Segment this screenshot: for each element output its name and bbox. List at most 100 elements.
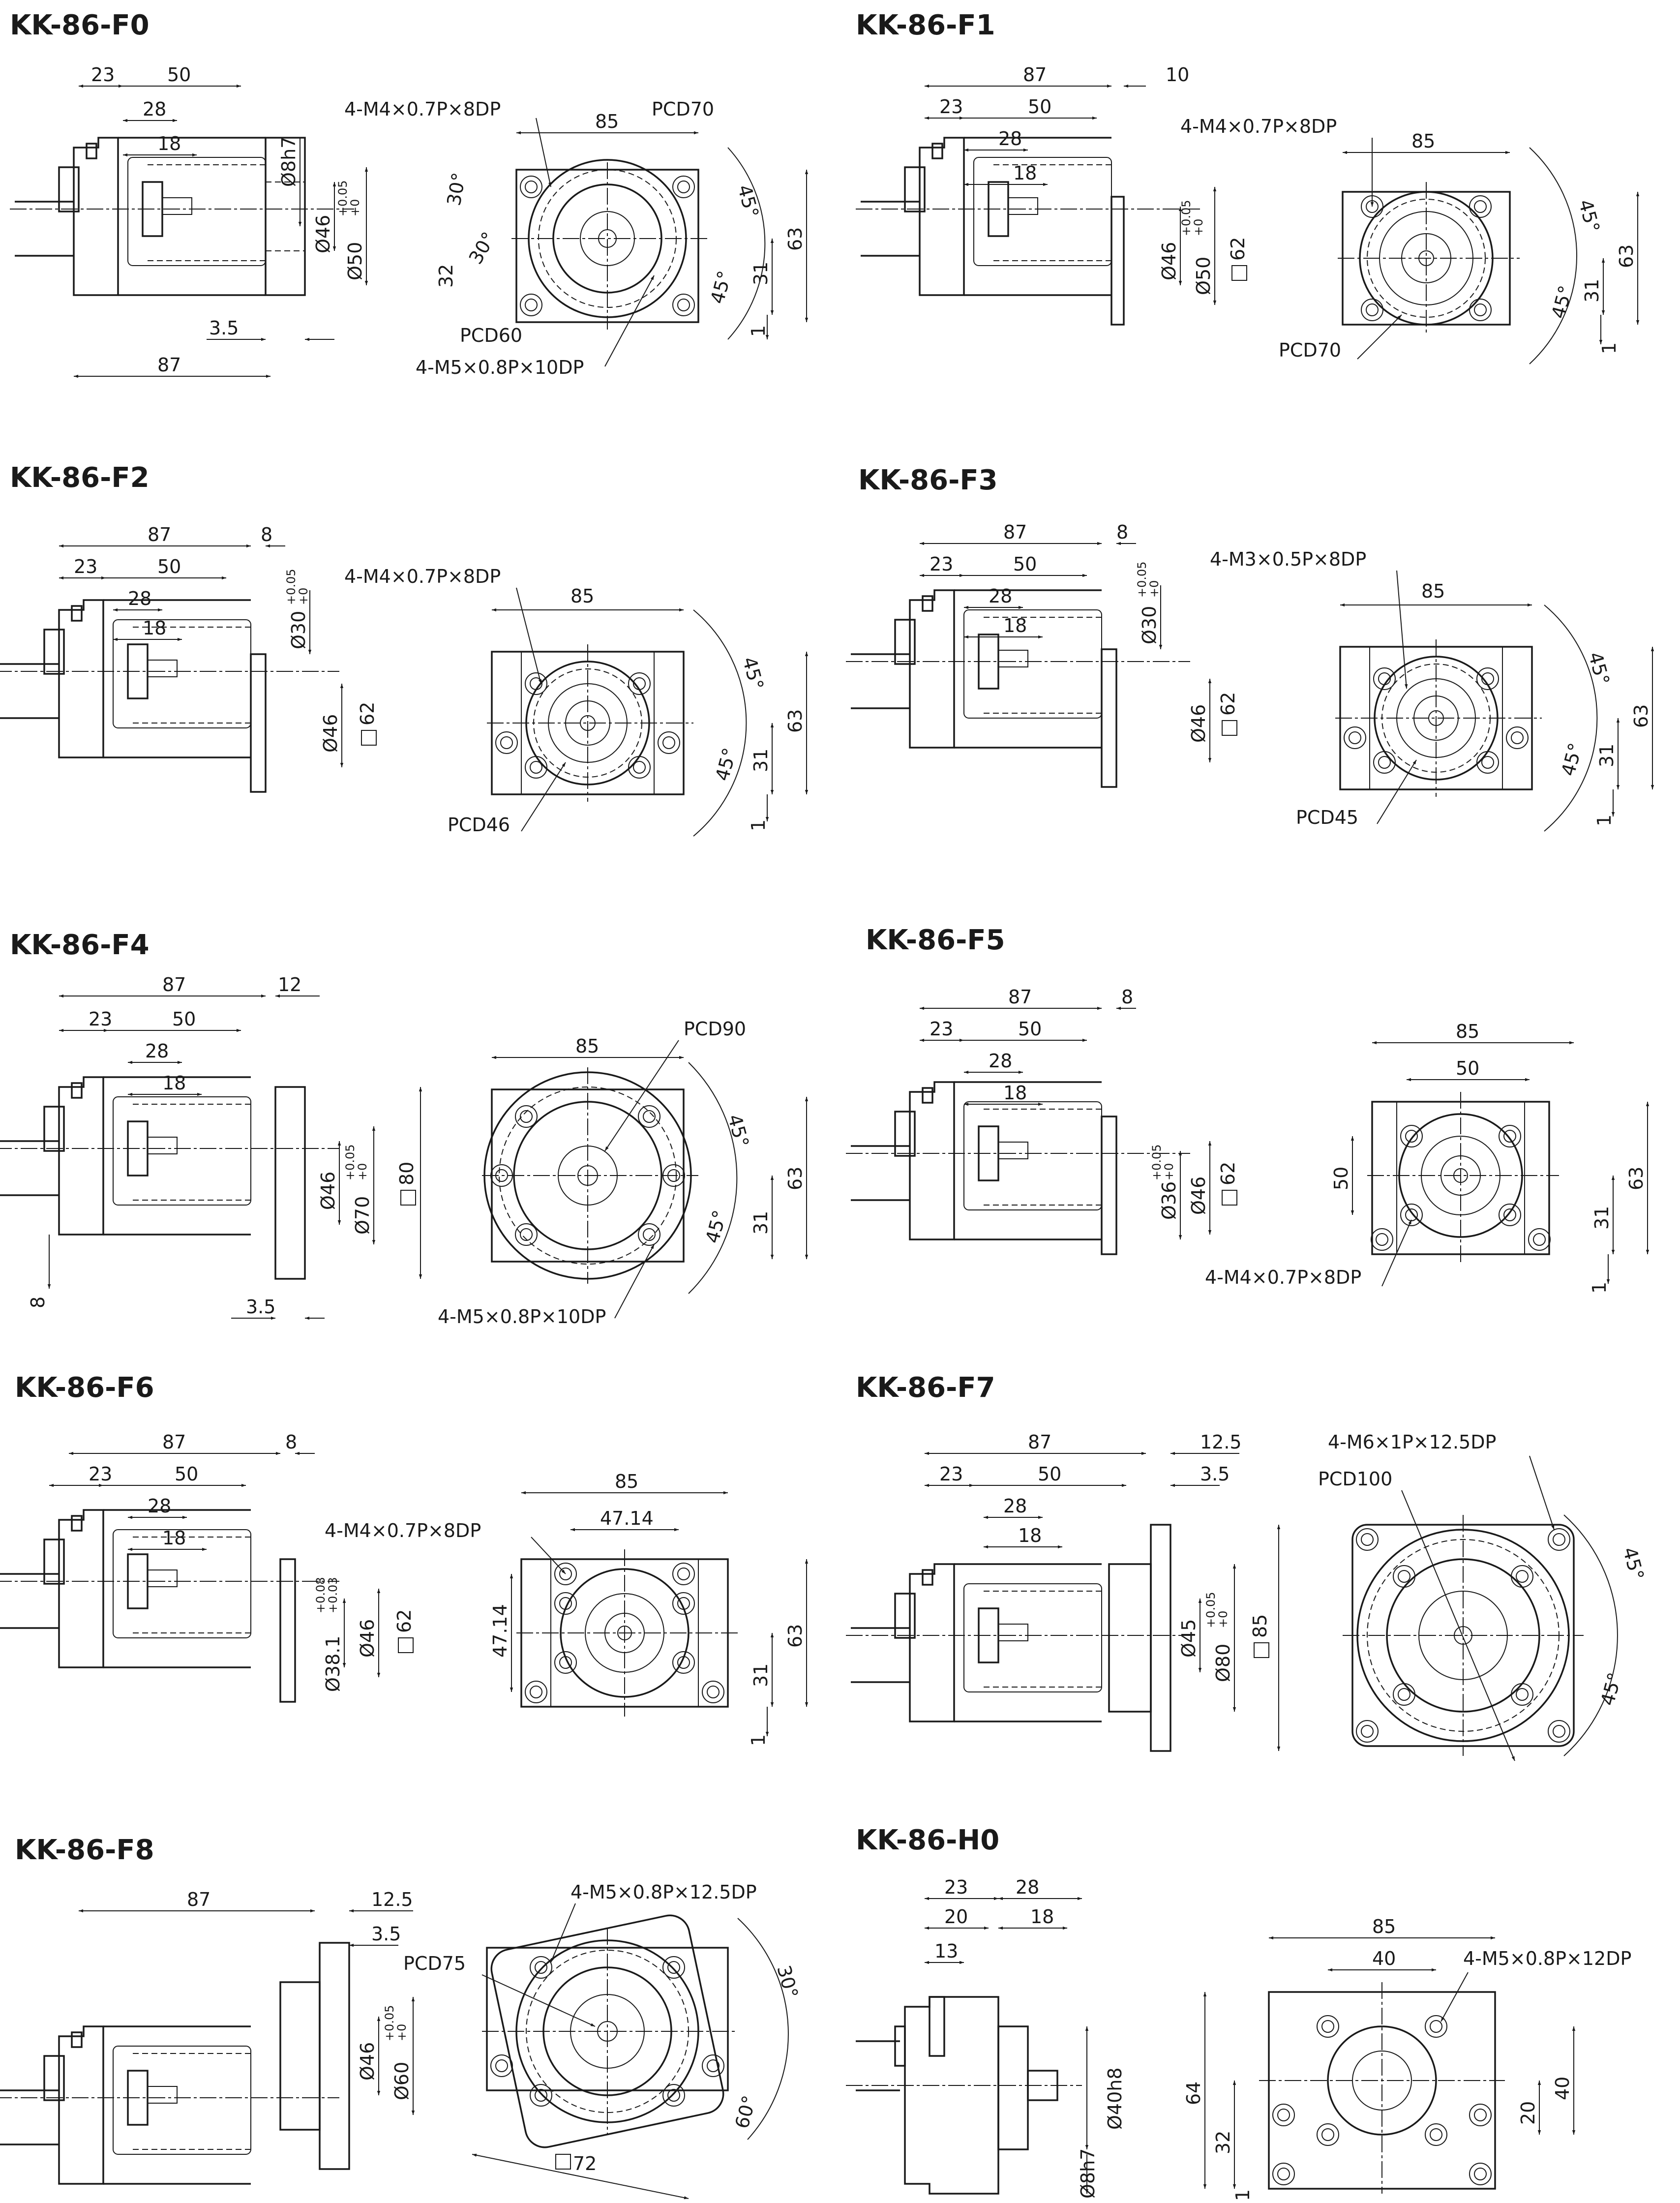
dim-text: 31 — [1596, 744, 1618, 767]
panel-title: KK-86-F0 — [10, 9, 150, 41]
dim-text: 20 — [1517, 2101, 1539, 2125]
angle-text: 45° — [1596, 1670, 1626, 1708]
dim-text: 1 — [1589, 1282, 1610, 1294]
dim-text: Ø8h7 — [278, 137, 300, 187]
dim-text: 85 — [575, 1035, 599, 1057]
dim-text: 85 — [615, 1471, 638, 1492]
dim-text: 23 — [89, 1008, 112, 1030]
dim-tolerance: +0.05 — [1204, 1592, 1218, 1628]
dim-text: 8 — [27, 1297, 49, 1308]
dim-text: Ø40h8 — [1104, 2067, 1126, 2130]
angle-text: 45° — [1547, 283, 1577, 321]
dim-text: 18 — [1018, 1525, 1042, 1546]
dim-text: 23 — [91, 64, 115, 86]
callout: 4-M5×0.8P×12DP — [1463, 1948, 1631, 1969]
callout: 4-M5×0.8P×12.5DP — [570, 1881, 757, 1903]
dim-text: 23 — [939, 1463, 963, 1485]
angle-text: 45° — [1619, 1545, 1648, 1582]
callout: PCD45 — [1296, 807, 1358, 828]
angle-text: 45° — [706, 269, 736, 306]
dim-text: 23 — [930, 553, 953, 575]
dim-text: 18 — [157, 133, 181, 154]
dim-text: 64 — [1183, 2082, 1204, 2105]
callout: 4-M5×0.8P×10DP — [416, 357, 584, 378]
dim-text: 18 — [1003, 615, 1027, 636]
dim-text: 62 — [1217, 1162, 1239, 1185]
panel-title: KK-86-F4 — [10, 929, 150, 961]
dim-text: 63 — [1630, 704, 1652, 728]
dim-text: Ø60 — [391, 2062, 413, 2100]
panel-title: KK-86-F5 — [866, 924, 1005, 956]
dim-text: 18 — [1003, 1082, 1027, 1104]
dim-text: 1 — [1232, 2189, 1254, 2201]
dim-text: 32 — [435, 264, 457, 288]
dim-text: 8 — [285, 1431, 297, 1453]
dim-text: 13 — [934, 1940, 958, 1962]
dim-text: 3.5 — [246, 1296, 275, 1318]
dim-text: 63 — [784, 709, 806, 733]
dim-text: 47.14 — [600, 1508, 654, 1529]
dim-text: Ø30 — [288, 611, 309, 649]
panel-title: KK-86-F8 — [15, 1834, 154, 1866]
dim-text: Ø46 — [1158, 242, 1180, 280]
dim-text: Ø80 — [1212, 1644, 1234, 1682]
dim-text: 31 — [1591, 1206, 1613, 1230]
angle-text: 30° — [465, 228, 500, 268]
callout: 4-M3×0.5P×8DP — [1210, 548, 1366, 570]
dim-text: 1 — [748, 819, 769, 831]
dim-text: 3.5 — [1200, 1463, 1230, 1485]
angle-text: 45° — [1557, 741, 1587, 778]
dim-text: 28 — [1016, 1876, 1039, 1898]
dim-text: 80 — [396, 1162, 418, 1185]
dim-text: 28 — [998, 128, 1022, 150]
panel-title: KK-86-F6 — [15, 1372, 154, 1404]
dim-text: Ø38.1 — [322, 1635, 344, 1692]
angle-text: 45° — [1574, 197, 1604, 235]
angle-text: 45° — [1584, 650, 1614, 687]
dim-text: 85 — [1411, 130, 1435, 152]
dim-text: 85 — [1249, 1614, 1271, 1638]
dim-tolerance: +0.05 — [284, 569, 298, 605]
callout: 4-M4×0.7P×8DP — [344, 566, 501, 587]
dim-text: 28 — [145, 1040, 169, 1062]
dim-text: 85 — [1372, 1916, 1396, 1937]
panel-title: KK-86-F2 — [10, 462, 150, 494]
dim-text: Ø46 — [317, 1172, 339, 1210]
dim-text: 87 — [1008, 986, 1032, 1008]
panel-kk-86-f6: KK-86-F6 87 8 23 50 28 18 4-M4×0.7P×8DP … — [0, 1372, 809, 1746]
dim-text: 87 — [148, 524, 171, 545]
panel-kk-86-f8: KK-86-F8 87 12.5 3.5 Ø46 Ø60 +0.05 +0 72 — [0, 1834, 802, 2200]
callout: 4-M6×1P×12.5DP — [1328, 1431, 1496, 1453]
dim-text: 31 — [750, 749, 772, 772]
callout: PCD70 — [1279, 339, 1341, 361]
dim-text: 50 — [175, 1463, 198, 1485]
dim-text: 12.5 — [1200, 1431, 1242, 1453]
dim-text: 32 — [1212, 2131, 1234, 2154]
dim-text: 20 — [944, 1906, 968, 1928]
dim-text: 28 — [989, 1050, 1012, 1072]
dim-text: 18 — [162, 1527, 186, 1549]
dim-tolerance: +0 — [1216, 1611, 1230, 1628]
dim-text: 72 — [573, 2153, 597, 2174]
dim-text: 10 — [1166, 64, 1189, 86]
panel-kk-86-f2: KK-86-F2 87 8 23 50 28 18 Ø30 +0.05 +0 Ø… — [0, 462, 809, 837]
panel-kk-86-f7: KK-86-F7 87 12.5 3.5 23 50 28 18 Ø45 Ø80… — [845, 1372, 1648, 1761]
dim-text: 31 — [1581, 279, 1603, 302]
dim-text: 87 — [157, 354, 181, 376]
dim-tolerance: +0.05 — [1135, 561, 1149, 598]
dim-text: 23 — [89, 1463, 112, 1485]
dim-text: 23 — [930, 1018, 953, 1040]
dim-text: Ø30 — [1139, 606, 1160, 644]
dim-text: 50 — [1456, 1057, 1479, 1079]
dim-tolerance: +0 — [395, 2024, 409, 2041]
callout: PCD100 — [1318, 1468, 1392, 1490]
angle-text: 45° — [738, 655, 768, 692]
dim-text: 18 — [143, 617, 166, 639]
dim-text: 50 — [1330, 1167, 1352, 1190]
dim-text: 62 — [1227, 237, 1249, 261]
callout: 4-M4×0.7P×8DP — [344, 98, 501, 120]
dim-text: Ø50 — [1193, 257, 1214, 295]
dim-text: 31 — [750, 262, 772, 285]
dim-text: 50 — [157, 556, 181, 577]
